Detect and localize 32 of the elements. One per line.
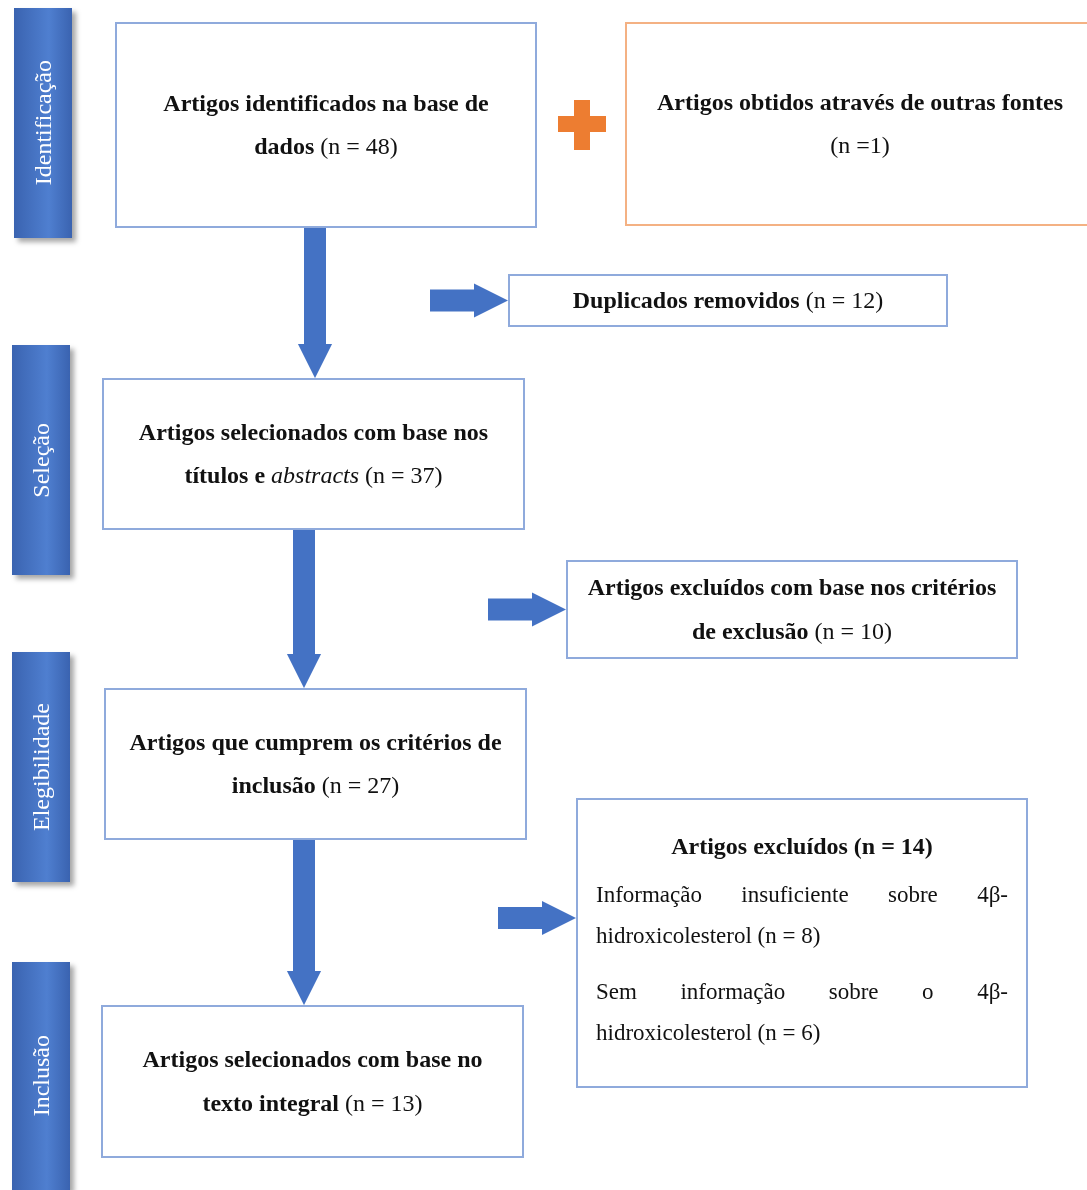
box-text: Artigos identificados na base de dados (n = 48): [162, 88, 490, 161]
process-box: [102, 378, 525, 530]
stage-label: Inclusão: [27, 1035, 55, 1117]
process-box: [625, 22, 1087, 226]
block-arrow: [297, 228, 333, 379]
stage-label: Elegibilidade: [27, 703, 55, 831]
stage-band: [12, 962, 70, 1190]
process-box: [576, 798, 1028, 1088]
process-box: [508, 274, 948, 327]
process-box: [101, 1005, 524, 1158]
stage-label: Identificação: [29, 60, 57, 186]
stage-band: [12, 345, 70, 575]
stage-band: [14, 8, 72, 238]
process-box: [115, 22, 537, 228]
block-arrow: [286, 530, 322, 689]
block-arrow: [286, 840, 322, 1006]
box-text: Sem informação sobre o 4β-hidroxicolesterol (n = 6): [596, 977, 1008, 1047]
box-text: Artigos selecionados com base no texto integral (n = 13): [141, 1045, 484, 1118]
stage-band: [12, 652, 70, 882]
box-heading: Artigos excluídos (n = 14): [670, 832, 934, 860]
stage-label: Seleção: [27, 422, 55, 498]
box-text: Artigos obtidos através de outras fontes (n =1): [656, 87, 1064, 160]
process-box: [566, 560, 1018, 659]
box-text: Informação insuficiente sobre 4β-hidroxicolesterol (n = 8): [596, 880, 1008, 951]
block-arrow: [498, 900, 577, 936]
box-text: Duplicados removidos (n = 12): [571, 285, 885, 315]
box-text: Artigos excluídos com base nos critérios de exclusão (n = 10): [586, 573, 998, 646]
process-box: [104, 688, 527, 840]
box-text: Artigos selecionados com base nos títulos e abstracts (n = 37): [137, 417, 490, 490]
block-arrow: [430, 283, 509, 318]
box-text: Artigos que cumprem os critérios de inclusão (n = 27): [128, 727, 503, 800]
block-arrow: [488, 592, 567, 627]
